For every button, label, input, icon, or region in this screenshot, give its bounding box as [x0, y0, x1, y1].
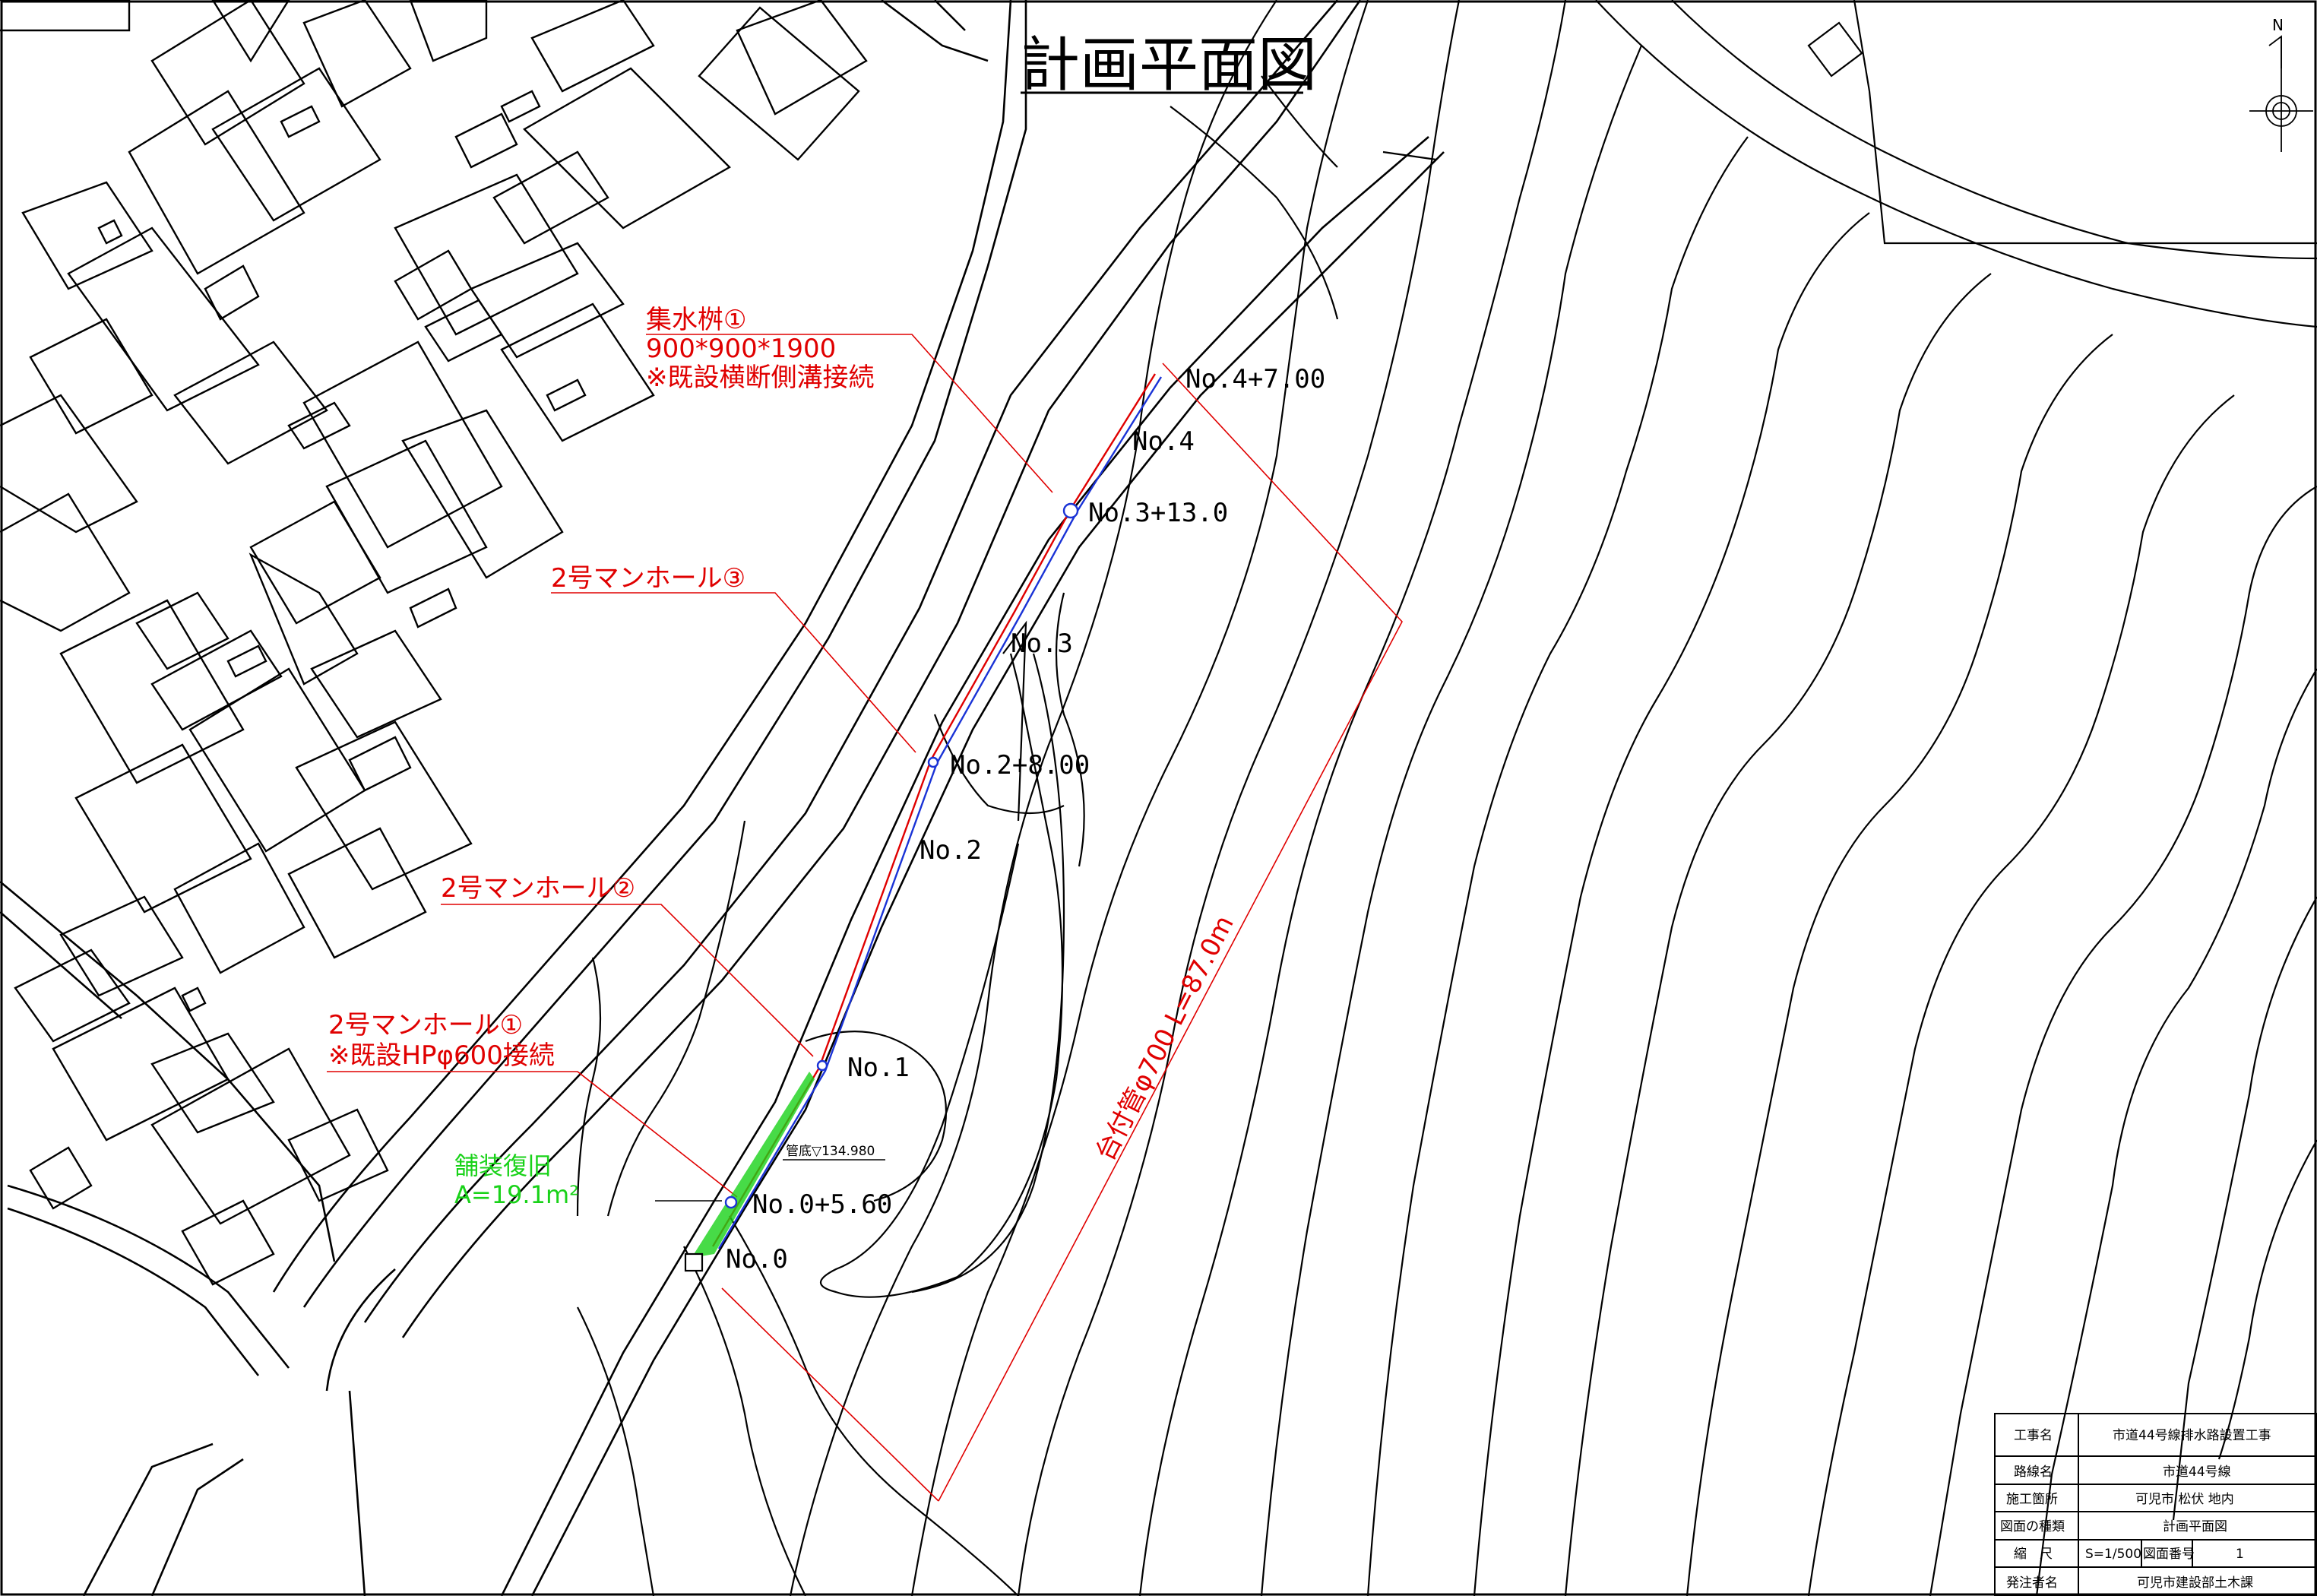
manhole-1-marker: [816, 1059, 828, 1072]
paving-restoration-area: [692, 1072, 815, 1258]
catch-basin-size: 900*900*1900: [646, 334, 836, 364]
station-label-no2: No.2: [920, 835, 982, 866]
station-label-no1: No.1: [847, 1053, 910, 1083]
manhole1-label: 2号マンホール①: [328, 1010, 523, 1040]
tb-value-scale: S=1/500: [2085, 1547, 2141, 1562]
manhole-3-marker: [927, 756, 939, 768]
roads: [0, 0, 1445, 1596]
tb-label-site: 施工箇所: [2006, 1492, 2058, 1507]
catch-basin-marker: [1062, 502, 1079, 519]
contour-lines: [576, 0, 2317, 1596]
station-label-no3: No.3: [1011, 629, 1073, 659]
station-label-no3-130: No.3+13.0: [1088, 498, 1228, 528]
callout-leader-manhole1: [327, 1071, 738, 1198]
callout-leader-manhole3: [551, 592, 916, 753]
catch-basin-label: 集水桝①: [646, 305, 746, 335]
tb-label-drawing-type: 図面の種類: [2000, 1519, 2065, 1534]
annotations: No.4+7.00 No.4 No.3+13.0 No.3 No.2+8.00 …: [328, 305, 1325, 1275]
manhole3-label: 2号マンホール③: [551, 563, 745, 594]
drawing-title-group: 計画平面図: [1021, 31, 1317, 100]
catch-basin-note: ※既設横断側溝接続: [646, 363, 875, 393]
station-label-no0: No.0: [726, 1244, 788, 1275]
station-label-no2-800: No.2+8.00: [950, 750, 1090, 781]
pipe-spec-label: 台付管φ700 L=87.0m: [1090, 910, 1239, 1166]
north-label: N: [2272, 16, 2284, 34]
callout-leader-catch-basin: [646, 334, 1053, 493]
tb-value-drawing-type: 計画平面図: [2163, 1519, 2227, 1534]
tb-value-site: 可児市 松伏 地内: [2135, 1492, 2234, 1507]
paving-label: 舗装復旧: [454, 1151, 552, 1180]
red-reference-lines: [327, 334, 1403, 1502]
tb-label-scale: 縮 尺: [2014, 1547, 2053, 1562]
outlet-box: [684, 1252, 704, 1272]
tb-value-drawing-no: 1: [2236, 1547, 2244, 1562]
tb-label-client: 発注者名: [2006, 1575, 2058, 1591]
pipe-bottom-elevation: 管底▽134.980: [786, 1144, 875, 1159]
drawing-title: 計画平面図: [1021, 31, 1317, 100]
tb-label-route: 路線名: [2014, 1465, 2053, 1480]
tb-label-project: 工事名: [2014, 1428, 2053, 1443]
paving-area: A=19.1m²: [454, 1180, 579, 1209]
manhole-0560-marker: [724, 1195, 738, 1209]
station-label-no0-560: No.0+5.60: [752, 1189, 892, 1220]
tb-value-client: 可児市建設部土木課: [2137, 1575, 2253, 1591]
north-arrow-icon: N: [2249, 16, 2313, 152]
tb-value-route: 市道44号線: [2163, 1465, 2231, 1480]
station-label-no4-700: No.4+7.00: [1185, 364, 1325, 394]
pipe-line-blue: [717, 376, 1163, 1249]
manhole2-label: 2号マンホール②: [441, 873, 635, 904]
station-label-no4: No.4: [1132, 426, 1195, 457]
tb-value-project: 市道44号線排水路設置工事: [2113, 1428, 2271, 1443]
tb-label-drawing-no: 図面番号: [2143, 1547, 2195, 1562]
manhole1-note: ※既設HPφ600接続: [328, 1040, 555, 1071]
residential-buildings: [0, 0, 868, 1286]
title-block: 工事名 市道44号線排水路設置工事 路線名 市道44号線 施工箇所 可児市 松伏…: [1994, 1413, 2317, 1596]
pipe-alignment: [655, 373, 1163, 1272]
callout-leader-manhole2: [441, 904, 814, 1057]
